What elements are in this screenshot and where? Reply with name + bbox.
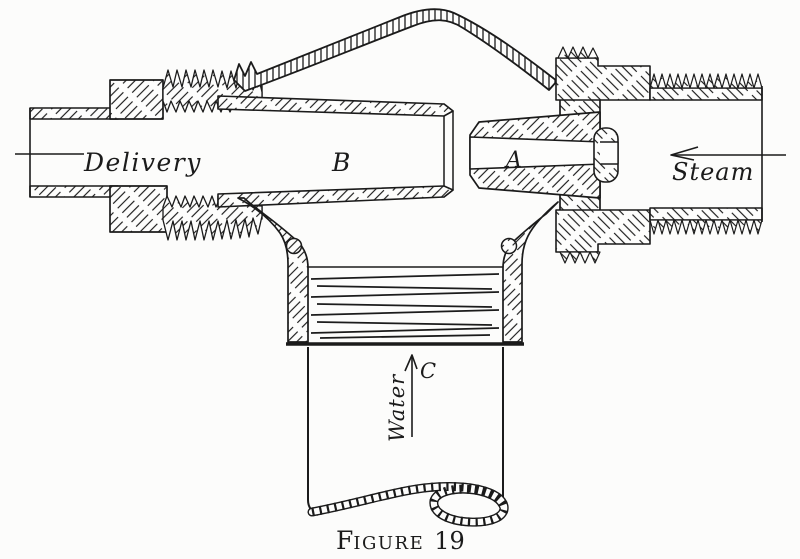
water-flow-arrowhead (404, 354, 418, 372)
delivery-pipe-bottom-wall (29, 185, 119, 198)
water-pipe-left-edge (307, 347, 319, 516)
pipe-break-loop-segments (311, 482, 509, 527)
thread-line (316, 321, 493, 326)
socket-internal-threads (310, 273, 500, 339)
flange-top-serration (557, 46, 599, 59)
thread-line (310, 327, 500, 334)
body-shell (233, 8, 559, 343)
labels: Delivery B A Steam Water C FIGURE 19 (83, 148, 754, 555)
steam-pipe-thread-top (649, 73, 763, 89)
throat-hole (600, 142, 618, 164)
water-branch (286, 266, 524, 346)
flow-arrows (15, 146, 786, 437)
right-bellmouth-lip (500, 237, 518, 255)
dome-shell-band (233, 8, 558, 92)
tube-b-top-wall (217, 95, 454, 117)
hex-fitting-bottom (109, 185, 168, 233)
steam-flow-arrowhead (670, 146, 699, 161)
thread-zigzag-bottom (162, 195, 263, 241)
thread-line (319, 334, 491, 339)
caption-word: IGURE (353, 533, 424, 554)
caption-number: 19 (434, 527, 465, 555)
steam-pipe-top-wall (649, 87, 763, 101)
hex-fitting-top (109, 79, 164, 120)
tube-b-mouth-face (443, 103, 454, 198)
water-label: Water (385, 373, 409, 442)
figure-caption: FIGURE 19 (336, 526, 465, 555)
steam-nozzle-label: A (504, 148, 522, 173)
thread-line (316, 285, 493, 290)
flange-bottom-serration (559, 251, 601, 264)
left-chamber-wall (237, 197, 309, 343)
thread-line (310, 273, 500, 280)
delivery-label: Delivery (83, 148, 202, 177)
steam-pipe-bottom-wall (649, 207, 763, 221)
thread-line (310, 291, 500, 298)
delivery-tube-b (217, 95, 454, 208)
water-pipe-label: C (420, 359, 436, 383)
thread-line (316, 303, 493, 308)
flange-top (555, 57, 651, 101)
thread-line (310, 309, 500, 316)
flange-bottom (555, 209, 651, 253)
delivery-pipe-top-wall (29, 107, 119, 120)
nozzle-bore (469, 136, 603, 170)
caption-initial: F (336, 526, 353, 555)
delivery-tube-label: B (331, 148, 350, 177)
right-chamber-wall (502, 201, 559, 343)
steam-label: Steam (672, 158, 754, 186)
tube-b-bottom-wall (217, 185, 454, 208)
steam-pipe-thread-bottom (649, 219, 763, 235)
steam-nozzle-a (469, 111, 619, 199)
left-bellmouth-lip (285, 237, 303, 255)
water-pipe (307, 347, 509, 527)
